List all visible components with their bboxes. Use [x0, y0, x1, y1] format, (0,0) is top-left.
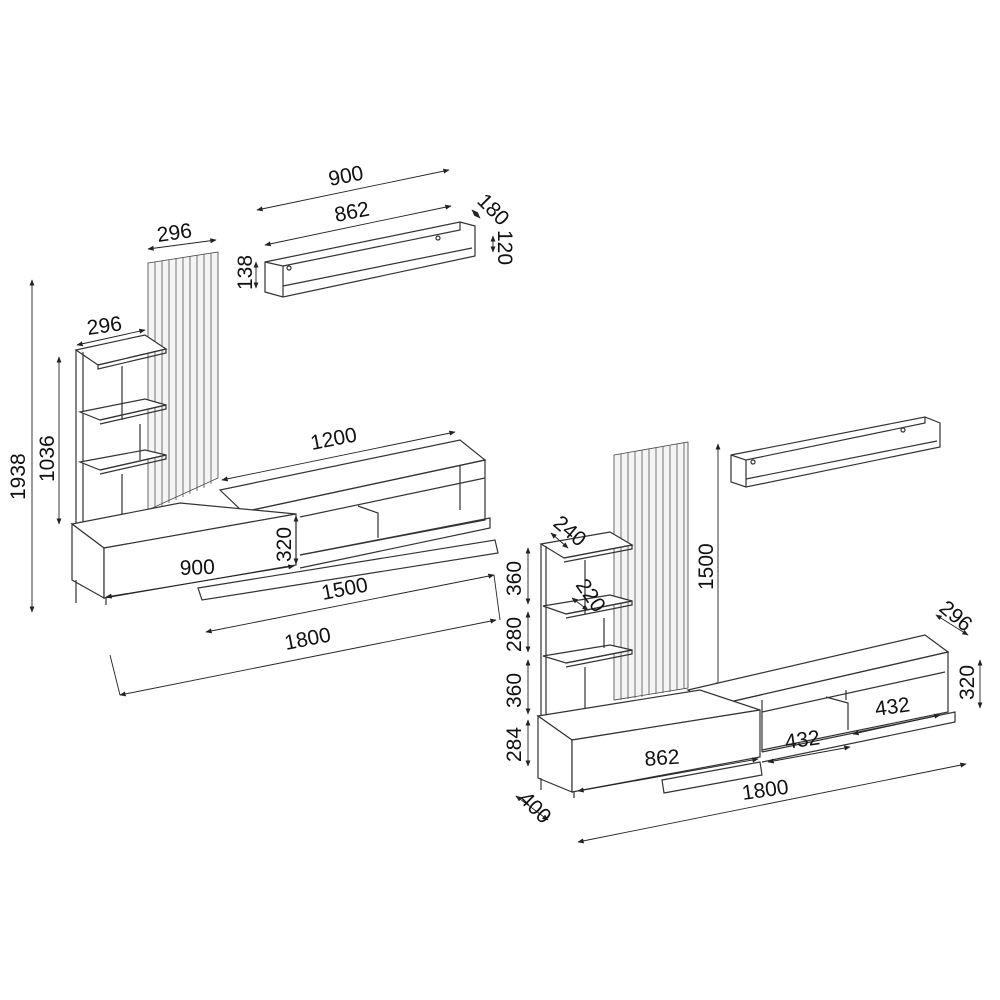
dim-overall-width-left: 1800	[283, 623, 333, 654]
dim-compartment-width-2: 432	[873, 693, 911, 721]
dim-shelf-depth: 180	[472, 189, 513, 230]
dim-cabinet-width: 900	[179, 556, 215, 580]
wall-shelf-right	[730, 416, 941, 488]
dim-tv-stand-height: 320	[956, 665, 979, 700]
dim-shelf-inner-width: 862	[333, 198, 372, 227]
dim-slat-panel-width: 296	[155, 219, 193, 247]
dim-shelf-inner-height: 120	[493, 230, 516, 265]
dim-spacing-4: 284	[503, 727, 526, 762]
dim-tv-stand-depth: 296	[935, 596, 977, 636]
dim-bookcase-width: 296	[85, 312, 123, 340]
dim-shelf-overall-width: 900	[327, 162, 366, 191]
dim-total-height: 1938	[7, 453, 30, 500]
slat-panel-right	[613, 441, 689, 701]
dim-compartment-width-1: 432	[783, 726, 821, 754]
dim-tv-stand-width: 1200	[309, 423, 359, 454]
dim-cabinet-height: 320	[273, 527, 296, 562]
dim-bookcase-height: 1036	[36, 435, 59, 482]
lower-cabinet-right	[536, 689, 763, 798]
left-view: 900 862 180 120 138 296 296 1036	[7, 162, 516, 697]
dim-spacing-3: 360	[503, 673, 526, 708]
dim-depth: 400	[514, 787, 555, 828]
dim-spacing-2: 280	[503, 617, 526, 652]
dim-drawer-width: 862	[644, 746, 681, 771]
slat-panel-left	[147, 251, 219, 511]
dim-shelf-height: 138	[234, 255, 257, 290]
wall-shelf-left	[264, 221, 476, 298]
dim-spacing-1: 360	[503, 561, 526, 596]
right-view: 1500 240 220 360 280 360 284	[503, 416, 983, 844]
dim-panel-height: 1500	[695, 543, 718, 590]
